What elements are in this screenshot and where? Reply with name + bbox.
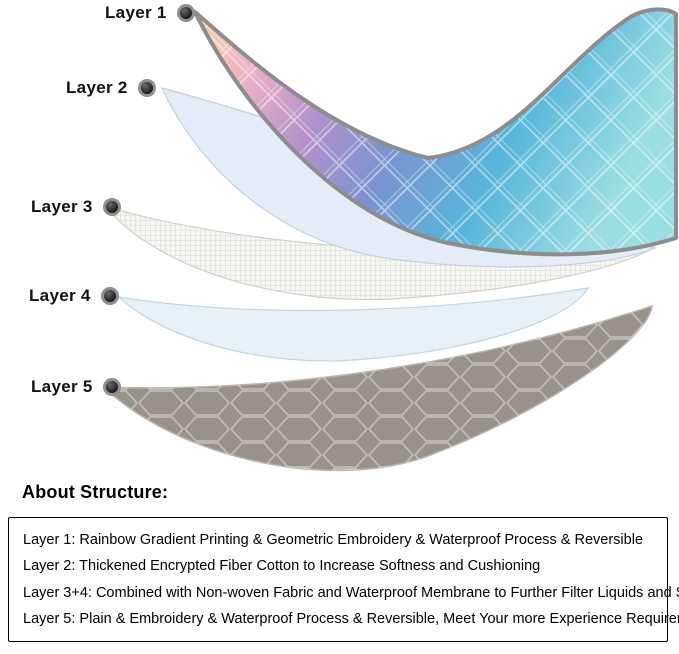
layer-3-callout: Layer 3 [31,196,121,218]
layer-5-callout: Layer 5 [31,376,121,398]
structure-line-layer-1: Layer 1: Rainbow Gradient Printing & Geo… [23,532,643,548]
layers-diagram: Layer 1 Layer 2 Layer 3 Layer 4 Layer 5 [29,2,678,472]
layer-3-label: Layer 3 [31,197,93,216]
layer-4-pin-dot-icon [100,287,119,305]
layer-1-callout: Layer 1 [105,2,195,24]
layer-5-label: Layer 5 [31,377,93,396]
layer-2-pin-dot-icon [137,79,156,97]
layer-2-label: Layer 2 [66,78,128,97]
structure-description-box: Layer 1: Rainbow Gradient Printing & Geo… [8,517,679,642]
structure-line-layer-2: Layer 2: Thickened Encrypted Fiber Cotto… [23,558,541,575]
layer-2-callout: Layer 2 [66,77,156,99]
layer-1-pin-dot-icon [176,4,195,22]
layer-5-pin-dot-icon [102,378,121,396]
layer-4-callout: Layer 4 [29,285,119,307]
structure-line-layer-5: Layer 5: Plain & Embroidery & Waterproof… [23,610,679,627]
about-structure-heading: About Structure: [22,482,169,502]
fabric-layers-illustration [103,7,678,472]
structure-line-layer-3-4: Layer 3+4: Combined with Non-woven Fabri… [23,584,679,601]
layer-3-pin-dot-icon [102,198,121,216]
layer-1-label: Layer 1 [105,3,167,22]
layer-4-label: Layer 4 [29,286,91,305]
